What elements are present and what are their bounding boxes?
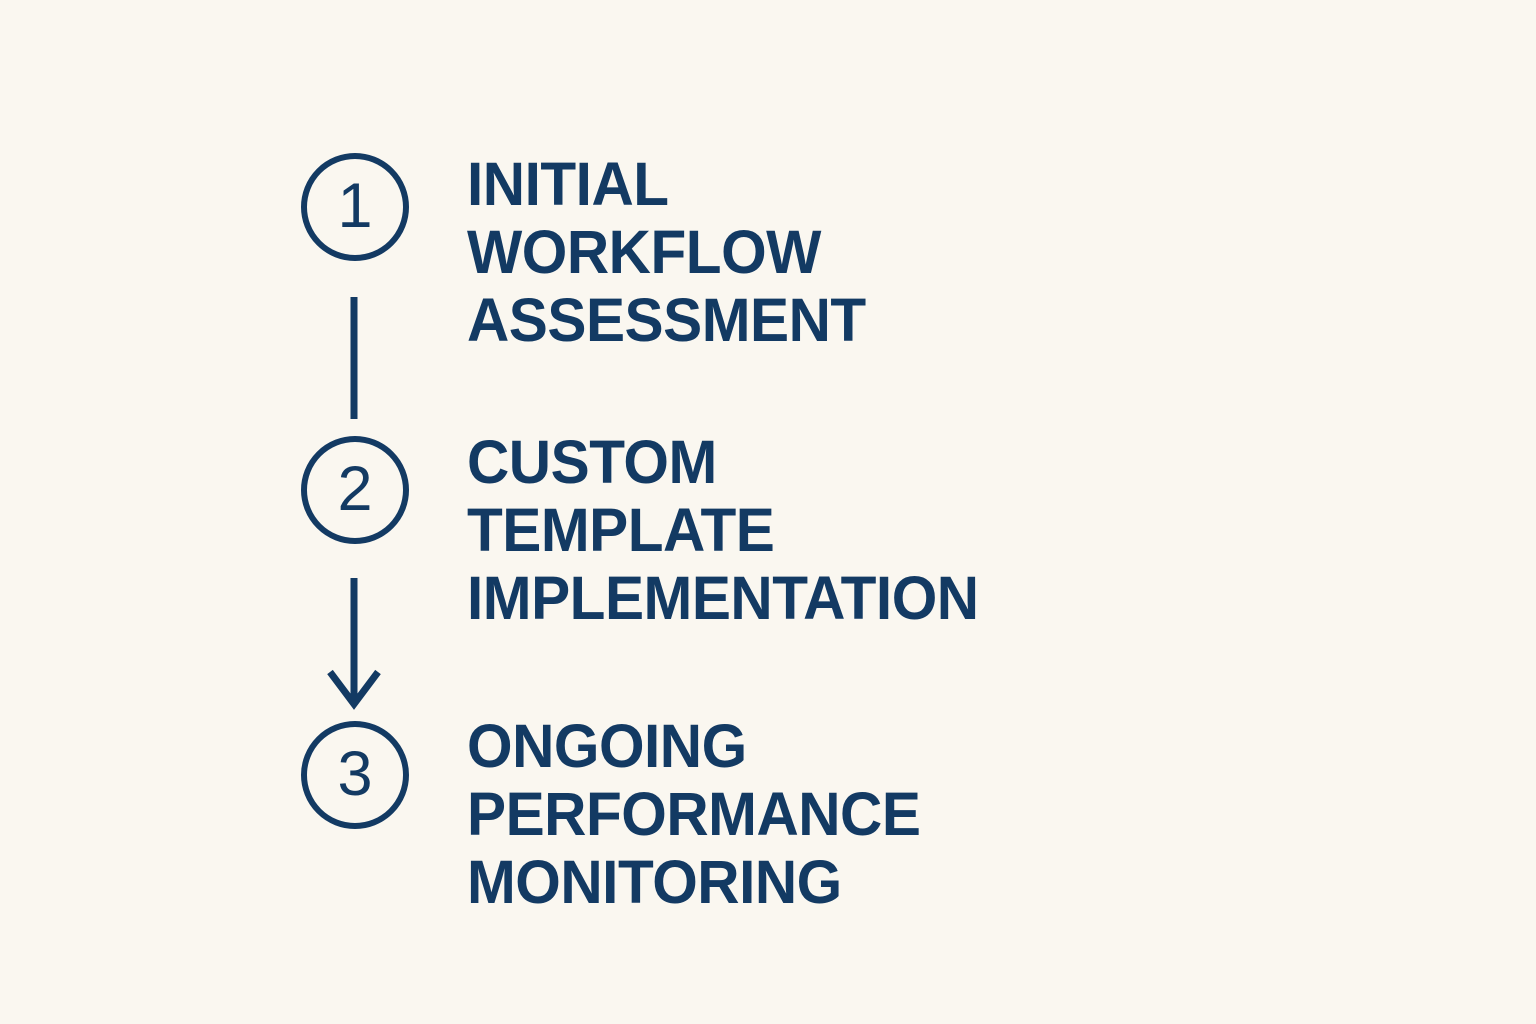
step-3-marker: 3 xyxy=(301,721,409,829)
step-1-number: 1 xyxy=(337,170,373,241)
step-2-number: 2 xyxy=(337,453,373,524)
arrowhead-icon xyxy=(327,669,381,710)
step-1-marker: 1 xyxy=(301,153,409,261)
step-3-label: ONGOING PERFORMANCE MONITORING xyxy=(467,712,921,916)
step-1-label: INITIAL WORKFLOW ASSESSMENT xyxy=(467,150,866,354)
step-2-marker: 2 xyxy=(301,436,409,544)
step-3-number: 3 xyxy=(337,738,373,809)
step-2-label: CUSTOM TEMPLATE IMPLEMENTATION xyxy=(467,428,979,632)
